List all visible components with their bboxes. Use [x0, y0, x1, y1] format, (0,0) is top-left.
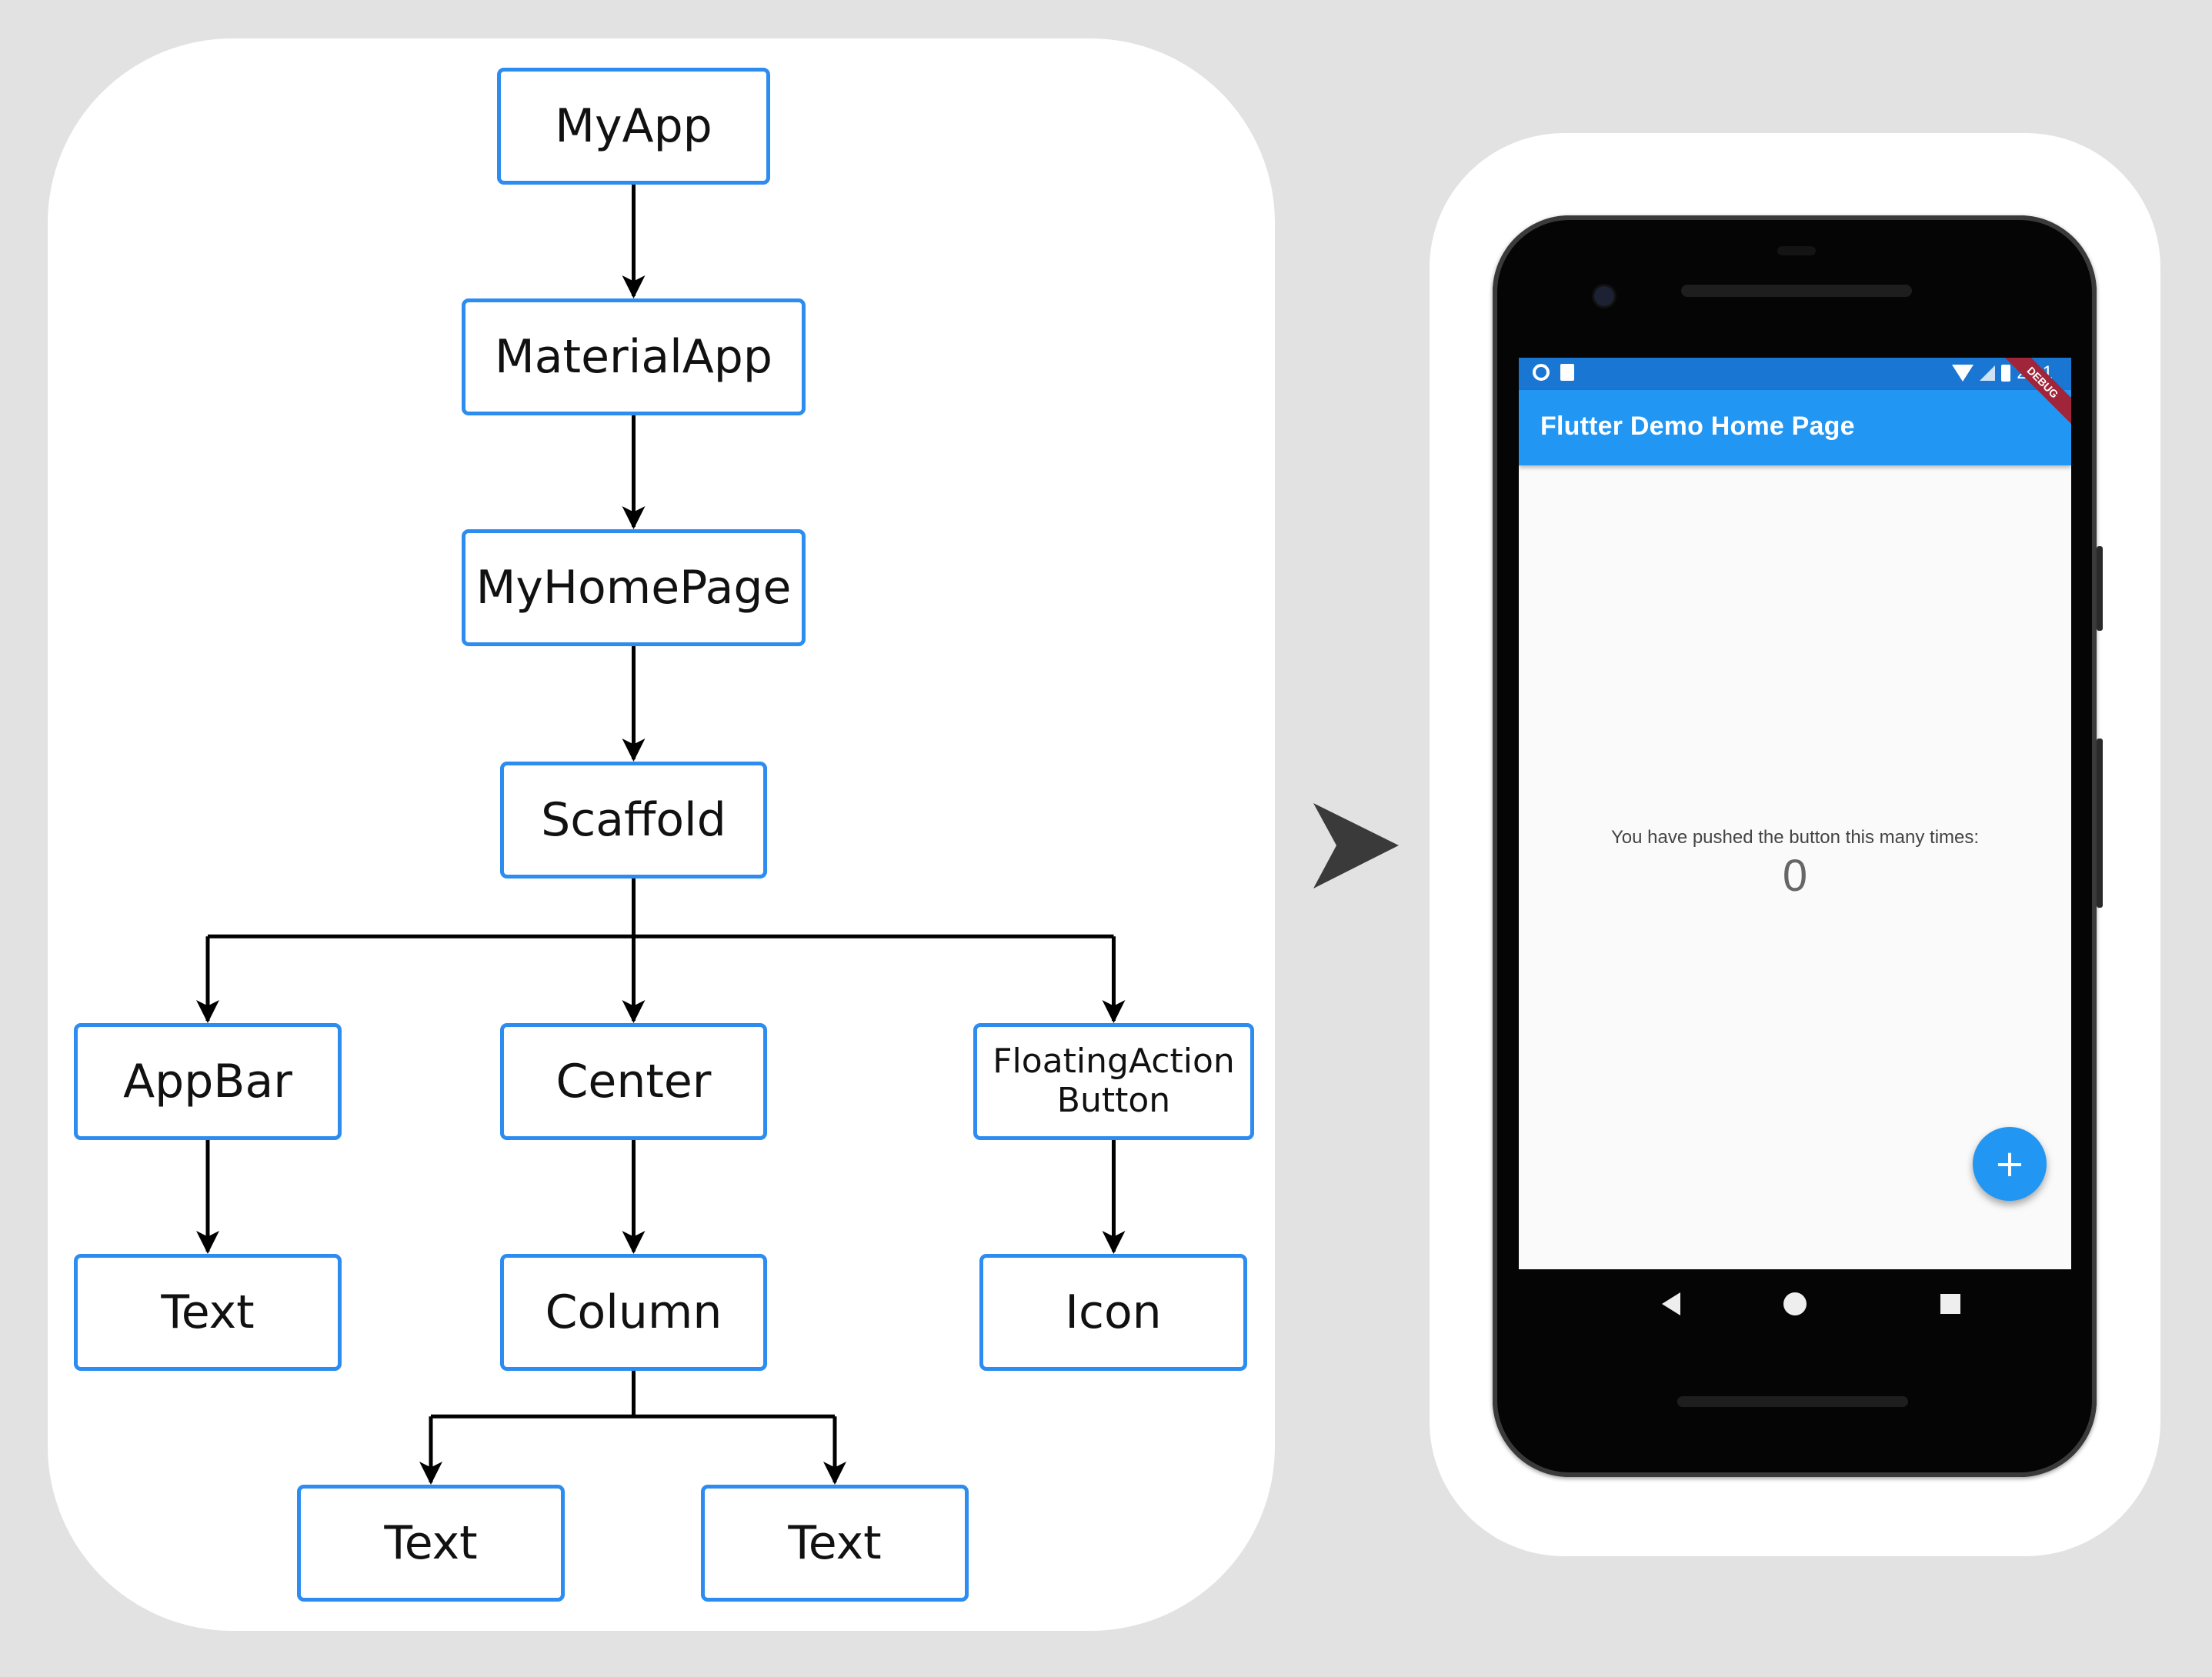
plus-icon: + [1993, 1142, 2026, 1185]
node-column: Column [500, 1254, 767, 1371]
wifi-icon [1952, 365, 1974, 382]
counter-value: 0 [1782, 851, 1808, 901]
volume-button [2097, 738, 2103, 908]
node-appbar-text: Text [74, 1254, 342, 1371]
node-center: Center [500, 1023, 767, 1140]
phone-screen: 2:01 Flutter Demo Home Page DEBUG You ha… [1519, 358, 2071, 1269]
proximity-sensor [1777, 246, 1816, 255]
app-bar: Flutter Demo Home Page [1519, 390, 2071, 465]
node-myapp: MyApp [497, 68, 770, 185]
node-column-text-1: Text [297, 1485, 565, 1602]
recent-apps-icon[interactable] [1940, 1294, 1960, 1314]
sd-card-icon [1560, 364, 1574, 381]
bottom-speaker [1677, 1396, 1908, 1407]
earpiece-speaker [1681, 285, 1912, 297]
node-myhomepage: MyHomePage [462, 529, 806, 646]
nav-bar [1519, 1269, 2071, 1339]
home-icon[interactable] [1783, 1292, 1807, 1315]
node-appbar: AppBar [74, 1023, 342, 1140]
node-icon: Icon [979, 1254, 1247, 1371]
back-icon[interactable] [1662, 1292, 1680, 1315]
phone-mockup: 2:01 Flutter Demo Home Page DEBUG You ha… [1493, 215, 2103, 1477]
front-camera-icon [1594, 286, 1614, 306]
power-button [2097, 546, 2103, 631]
status-bar: 2:01 [1519, 358, 2071, 390]
battery-icon [2001, 365, 2011, 382]
sync-icon [1533, 364, 1550, 381]
node-floatingactionbutton: FloatingAction Button [973, 1023, 1254, 1140]
increment-fab-button[interactable]: + [1973, 1127, 2047, 1201]
node-scaffold: Scaffold [500, 762, 767, 879]
arrow-right-icon [1313, 803, 1399, 889]
app-bar-title: Flutter Demo Home Page [1540, 412, 1855, 441]
node-column-text-2: Text [701, 1485, 969, 1602]
signal-icon [1980, 365, 1996, 381]
edge-bus-column [431, 1371, 835, 1419]
edge-bus-scaffold [208, 879, 1114, 939]
counter-message: You have pushed the button this many tim… [1610, 827, 1980, 848]
node-materialapp: MaterialApp [462, 298, 806, 415]
